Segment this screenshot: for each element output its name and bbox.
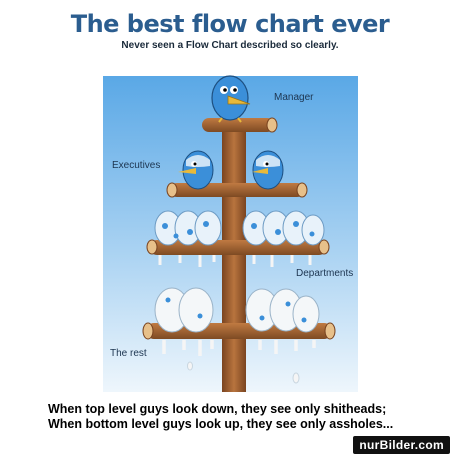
the-rest-label: The rest: [110, 348, 147, 359]
department-birds-right: [242, 210, 325, 267]
caption-line-1: When top level guys look down, they see …: [48, 402, 387, 416]
executive-bird-right: [252, 150, 284, 190]
departments-label: Departments: [296, 268, 354, 279]
page-subtitle: Never seen a Flow Chart described so cle…: [121, 40, 339, 51]
manager-bird: [211, 75, 251, 123]
manager-label: Manager: [274, 92, 314, 103]
caption-line-2: When bottom level guys look up, they see…: [48, 417, 394, 431]
executive-bird-left: [178, 150, 214, 190]
executives-label: Executives: [112, 160, 161, 171]
branch-executives: [166, 182, 308, 198]
branch-departments: [146, 239, 330, 255]
the-rest-birds-right: [245, 288, 320, 354]
watermark: nurBilder.com: [353, 436, 450, 454]
caption: When top level guys look down, they see …: [48, 402, 448, 432]
tree-trunk: [222, 120, 246, 392]
falling-drops: [187, 361, 300, 384]
the-rest-birds-left: [154, 287, 214, 356]
page-title: The best flow chart ever: [70, 10, 390, 38]
department-birds-left: [154, 210, 222, 267]
